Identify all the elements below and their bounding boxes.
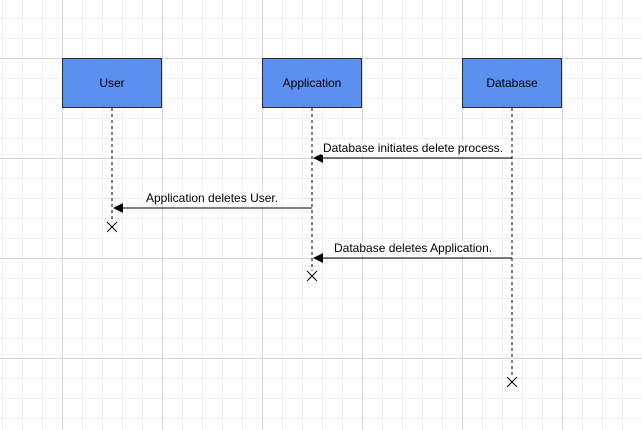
- participant-application[interactable]: Application: [262, 58, 362, 108]
- message-label-2: Application deletes User.: [144, 191, 281, 205]
- participant-database[interactable]: Database: [462, 58, 562, 108]
- destroy-x-icon: [306, 270, 318, 282]
- destroy-x-icon: [106, 221, 118, 233]
- participant-user[interactable]: User: [62, 58, 162, 108]
- message-label-1: Database initiates delete process.: [321, 141, 506, 155]
- message-label-3: Database deletes Application.: [332, 241, 495, 255]
- destroy-x-icon: [506, 376, 518, 388]
